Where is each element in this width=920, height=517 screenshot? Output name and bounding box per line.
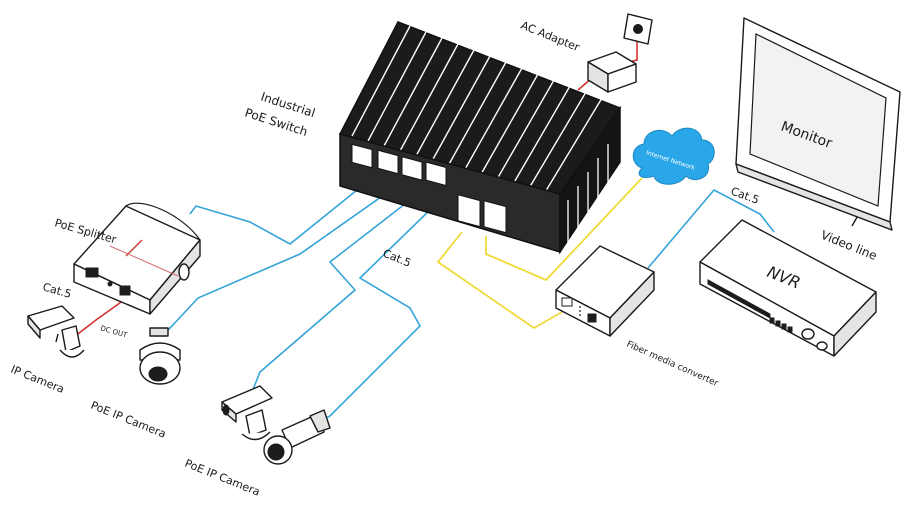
power-dc-out-to-camera <box>69 299 125 341</box>
ip-camera-label: IP Camera <box>9 363 66 396</box>
poe-ip-camera-label-1: PoE IP Camera <box>89 399 168 441</box>
cat5-switch-label: Cat.5 <box>381 247 413 270</box>
switch-sfp-ports <box>457 194 507 234</box>
ac-adapter-label: AC Adapter <box>519 19 582 55</box>
fiber-converter-label: Fiber media converter <box>625 340 720 390</box>
monitor <box>735 17 901 231</box>
poe-box-camera <box>221 385 273 441</box>
fiber-cables <box>436 177 643 330</box>
switch-rj45-ports <box>351 143 447 187</box>
poe-ip-camera-label-2: PoE IP Camera <box>183 457 262 499</box>
cat5-nvr-label: Cat.5 <box>729 185 761 207</box>
dc-out-label: DC OUT <box>99 324 128 339</box>
cable-switch-to-bullet-camera <box>317 184 435 423</box>
nvr-recorder <box>699 219 877 357</box>
poe-splitter <box>73 202 201 315</box>
cable-converter-to-nvr <box>647 188 775 269</box>
video-line-label: Video line <box>819 228 879 263</box>
cable-switch-to-splitter <box>189 168 363 245</box>
poe-splitter-label: PoE Splitter <box>53 216 118 246</box>
poe-bullet-camera <box>263 409 331 465</box>
wall-socket <box>623 13 653 45</box>
internet-cloud: Internet Network <box>632 127 715 185</box>
ac-adapter <box>587 51 637 93</box>
cat5-splitter-label: Cat.5 <box>41 280 73 301</box>
fiber-switch-to-converter <box>436 231 563 330</box>
fiber-switch-to-cloud <box>485 177 643 282</box>
industrial-poe-switch <box>338 21 622 255</box>
fiber-media-converter <box>555 245 655 337</box>
poe-dome-camera <box>139 327 181 385</box>
ip-camera <box>27 305 85 358</box>
